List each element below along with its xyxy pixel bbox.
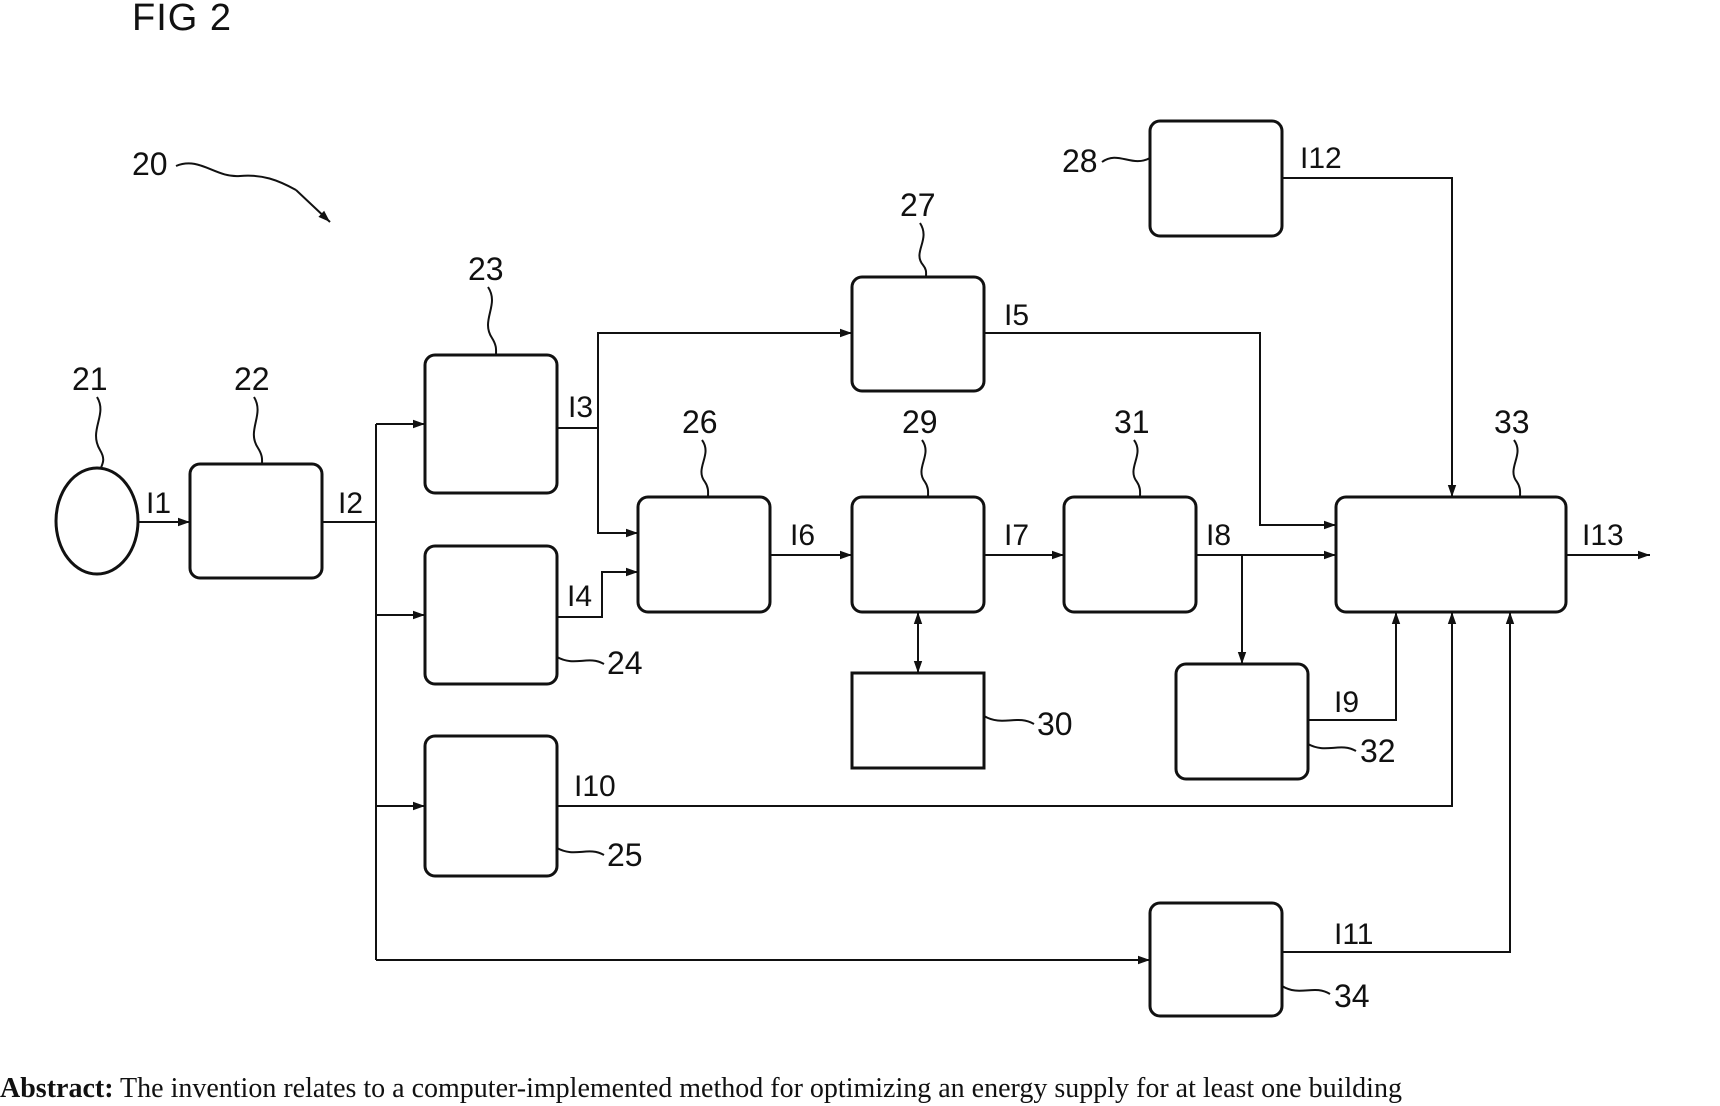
block-29	[852, 497, 984, 612]
leader-34	[1282, 986, 1330, 994]
block-33	[1336, 497, 1566, 612]
signal-label-i1: I1	[146, 487, 171, 520]
figure-title: FIG 2	[132, 0, 232, 39]
ref-22: 22	[234, 361, 270, 397]
signal-label-i6: I6	[790, 519, 815, 552]
leader-33	[1513, 440, 1520, 497]
system-ref-leader	[176, 163, 296, 190]
signal-label-i7: I7	[1004, 519, 1029, 552]
block-22	[190, 464, 322, 578]
ref-23: 23	[468, 251, 504, 287]
abstract-label: Abstract:	[0, 1073, 114, 1104]
leader-27	[919, 223, 926, 277]
signal-label-i8: I8	[1206, 519, 1231, 552]
abstract-body: The invention relates to a computer-impl…	[120, 1073, 1402, 1104]
signal-label-i10: I10	[574, 770, 616, 803]
leader-24	[557, 657, 604, 664]
block-27	[852, 277, 984, 391]
ref-21: 21	[72, 361, 108, 397]
ref-29: 29	[902, 404, 938, 440]
leader-30	[984, 716, 1034, 724]
block-26	[638, 497, 770, 612]
wire-i3-to-27	[598, 333, 852, 428]
signal-label-i11: I11	[1334, 918, 1373, 951]
block-30	[852, 673, 984, 768]
ref-30: 30	[1037, 706, 1073, 742]
leader-26	[701, 440, 708, 497]
signal-label-i2: I2	[338, 487, 363, 520]
system-ref-arrow	[296, 190, 330, 222]
ref-28: 28	[1062, 143, 1098, 179]
wire-i12	[1282, 178, 1452, 497]
signal-label-i5: I5	[1004, 299, 1029, 332]
system-ref-label: 20	[132, 146, 168, 182]
ref-25: 25	[607, 837, 643, 873]
ref-33: 33	[1494, 404, 1530, 440]
leader-28	[1102, 158, 1150, 162]
leader-25	[557, 848, 604, 855]
block-21-source	[56, 468, 138, 574]
block-31	[1064, 497, 1196, 612]
wire-i10	[557, 612, 1452, 806]
signal-label-i13: I13	[1582, 519, 1624, 552]
wire-i3-to-26	[557, 428, 638, 533]
ref-31: 31	[1114, 404, 1150, 440]
block-34	[1150, 903, 1282, 1016]
signal-label-i4: I4	[567, 580, 592, 613]
ref-27: 27	[900, 187, 936, 223]
leader-23	[488, 287, 496, 355]
ref-24: 24	[607, 645, 643, 681]
block-25	[425, 736, 557, 876]
block-28	[1150, 121, 1282, 236]
ref-34: 34	[1334, 978, 1370, 1014]
ref-26: 26	[682, 404, 718, 440]
block-23	[425, 355, 557, 493]
block-32	[1176, 664, 1308, 779]
leader-32	[1308, 744, 1356, 751]
ref-32: 32	[1360, 733, 1396, 769]
signal-label-i3: I3	[568, 391, 593, 424]
leader-29	[921, 440, 928, 497]
abstract-text: Abstract: The invention relates to a com…	[0, 1072, 1720, 1106]
leader-31	[1133, 440, 1140, 497]
signal-label-i9: I9	[1334, 686, 1359, 719]
block-24	[425, 546, 557, 684]
leader-21	[96, 397, 103, 468]
leader-22	[254, 397, 262, 464]
signal-label-i12: I12	[1300, 142, 1342, 175]
